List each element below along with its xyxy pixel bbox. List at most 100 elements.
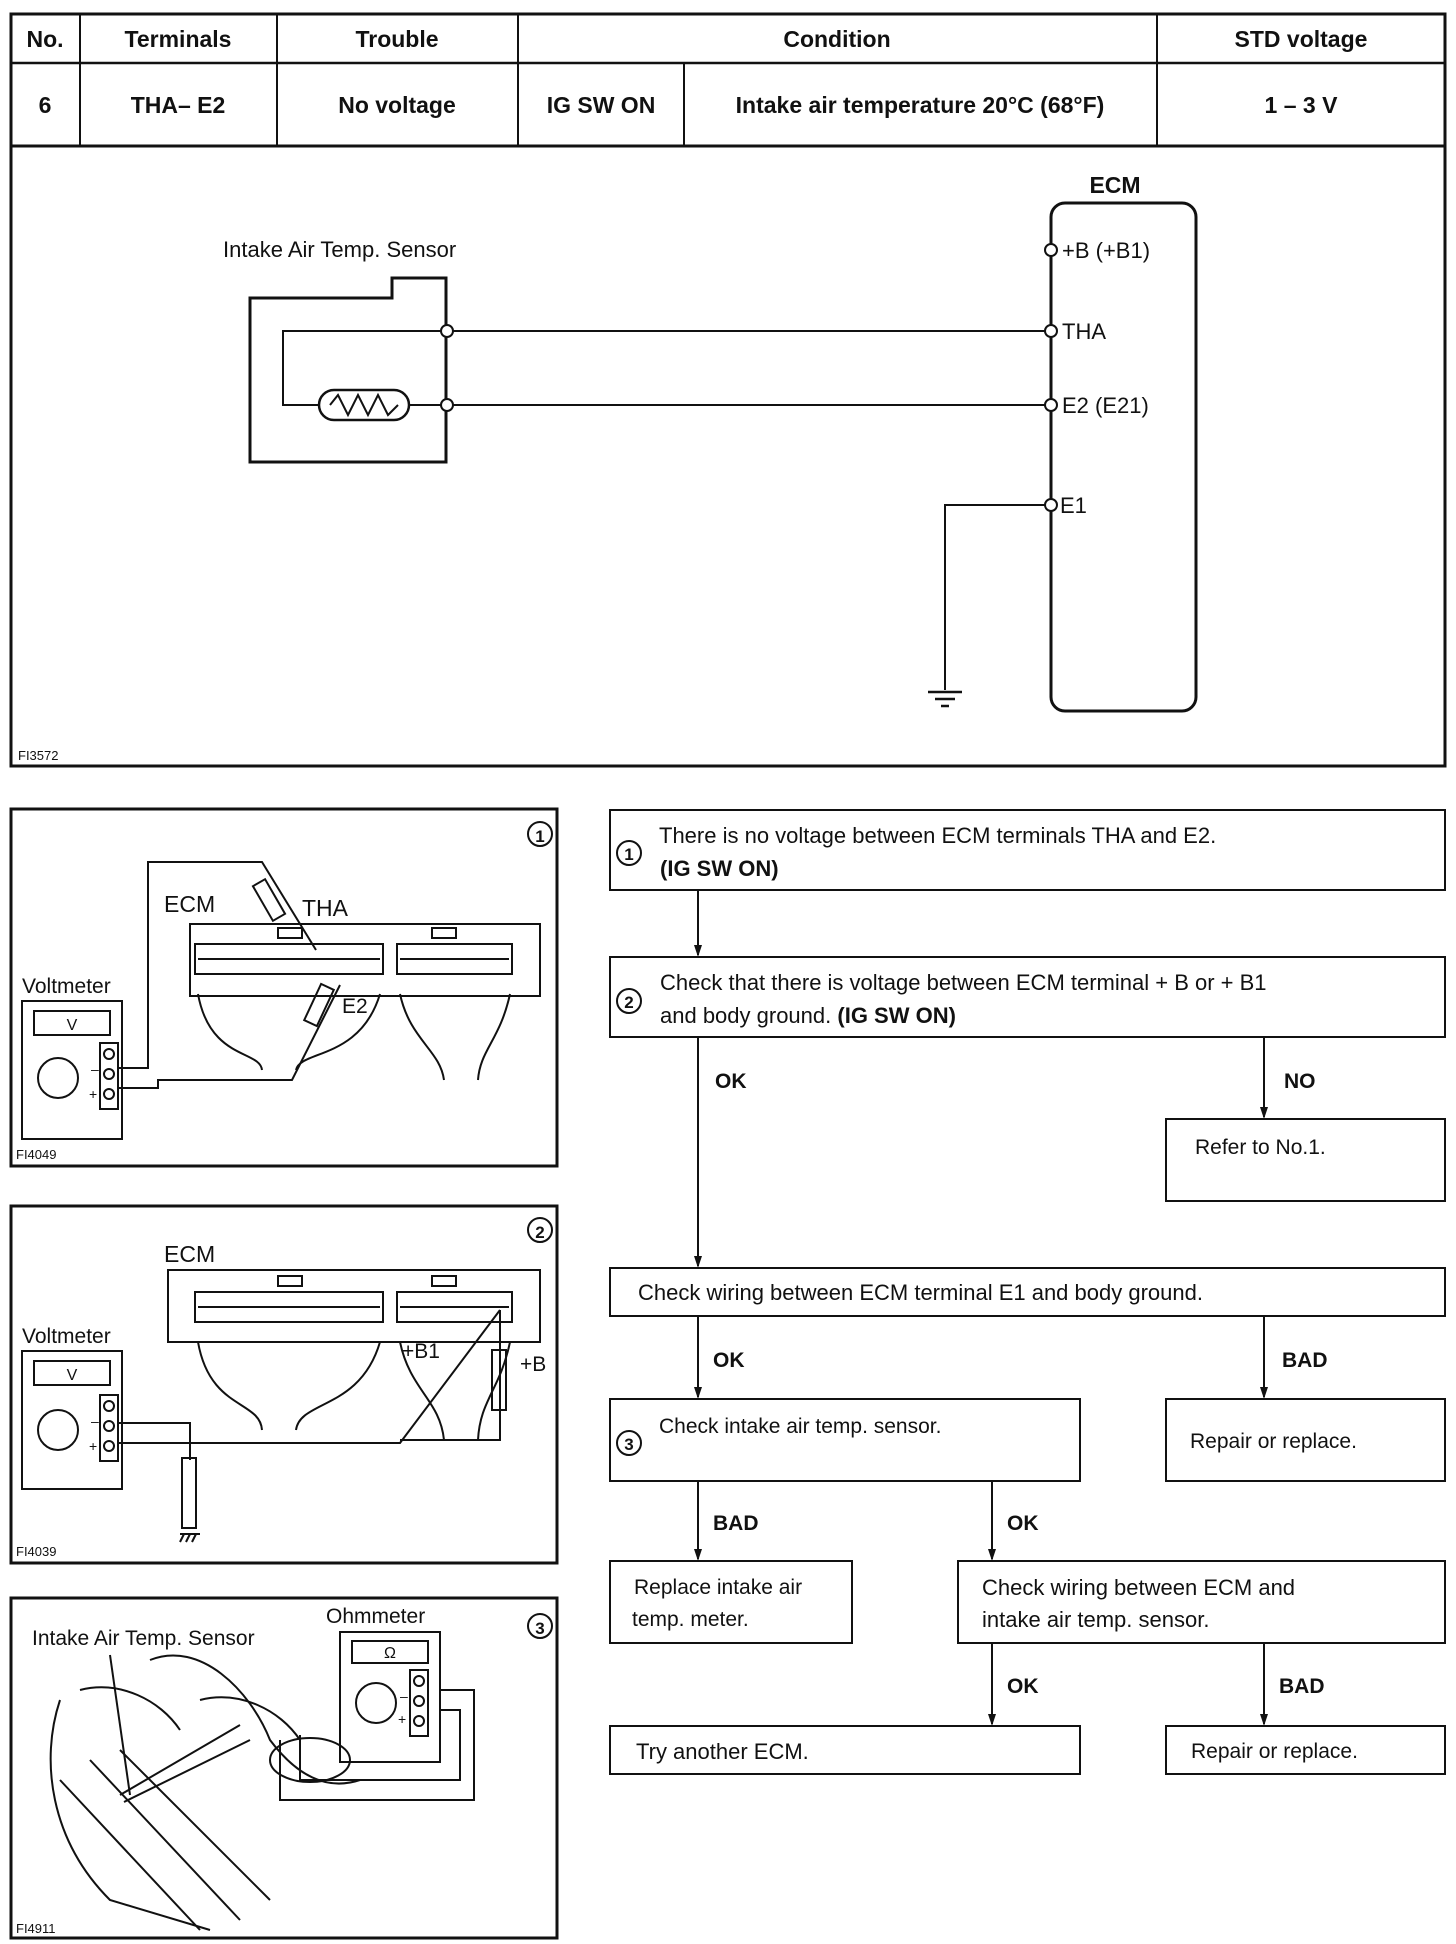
flow-label-bad-2: BAD xyxy=(713,1512,759,1535)
ground-icon xyxy=(928,690,962,708)
terminal-label-b: +B (+B1) xyxy=(1062,238,1150,263)
svg-text:2: 2 xyxy=(624,993,633,1012)
illus2-figure-code: FI4039 xyxy=(16,1544,56,1559)
flow-label-bad-1: BAD xyxy=(1282,1349,1328,1372)
flow-check-wiring-line2: intake air temp. sensor. xyxy=(982,1607,1209,1632)
cell-no: 6 xyxy=(39,92,52,118)
flow-label-ok-2: OK xyxy=(713,1349,745,1372)
arrow-icon xyxy=(988,1549,996,1561)
ecm-label: ECM xyxy=(1089,172,1140,198)
illus1-e2-label: E2 xyxy=(342,995,368,1018)
sensor-label: Intake Air Temp. Sensor xyxy=(223,237,456,262)
wire-e1-ground xyxy=(944,504,1051,690)
sensor-terminal-e2 xyxy=(440,398,454,412)
svg-text:2: 2 xyxy=(535,1223,544,1242)
flow-replace-line1: Replace intake air xyxy=(634,1576,802,1599)
thermistor-zigzag-icon xyxy=(329,392,399,418)
flow-replace-box xyxy=(609,1560,853,1644)
flow-step2-line1: Check that there is voltage between ECM … xyxy=(660,970,1267,995)
svg-text:1: 1 xyxy=(535,827,544,846)
ground-icon xyxy=(179,1533,200,1543)
probe-lead-b xyxy=(118,1422,191,1460)
step-number-circle-icon xyxy=(616,1430,642,1456)
illus1-figure-code: FI4049 xyxy=(16,1147,56,1162)
illus1-plus-label: + xyxy=(89,1086,97,1102)
ecm-connector-illustration xyxy=(189,923,541,1081)
cell-condition-2: Intake air temperature 20°C (68°F) xyxy=(736,92,1105,118)
ecm-pin-e1 xyxy=(1044,498,1058,512)
flow-check-e1-box xyxy=(609,1267,1446,1317)
flow-check-wiring-box xyxy=(957,1560,1446,1644)
flow-repair-1-text: Repair or replace. xyxy=(1190,1430,1357,1453)
illustration-3: ③ 3 Intake Air Temp. Sensor Ohmmeter Ω –… xyxy=(9,1596,559,1940)
ecm-pin-b xyxy=(1044,243,1058,257)
illus2-minus-label: – xyxy=(91,1413,99,1429)
header-terminals: Terminals xyxy=(125,26,232,52)
illus1-minus-label: – xyxy=(91,1061,99,1077)
flow-label-no: NO xyxy=(1284,1070,1316,1093)
cell-trouble: No voltage xyxy=(338,92,456,118)
step-number-circle-icon xyxy=(527,821,553,847)
flow-label-ok-3: OK xyxy=(1007,1512,1039,1535)
flow-step2-line2: and body ground. (IG SW ON) xyxy=(660,1003,956,1028)
flow-step2-box xyxy=(609,956,1446,1038)
svg-text:3: 3 xyxy=(624,1435,633,1454)
flow-step1-box xyxy=(609,809,1446,891)
illus1-v-label: V xyxy=(67,1017,78,1034)
illus3-plus-label: + xyxy=(398,1711,406,1727)
terminal-label-e1: E1 xyxy=(1060,493,1087,518)
ecm-pin-tha xyxy=(1044,324,1058,338)
header-std-voltage: STD voltage xyxy=(1235,26,1368,52)
header-condition: Condition xyxy=(783,26,890,52)
flow-refer-text: Refer to No.1. xyxy=(1195,1136,1326,1159)
ecm-box xyxy=(1049,201,1198,713)
step-number-circle-icon xyxy=(527,1613,553,1639)
flow-try-ecm-box xyxy=(609,1725,1081,1775)
illus3-sensor-label: Intake Air Temp. Sensor xyxy=(32,1627,255,1650)
arrow-icon xyxy=(988,1714,996,1726)
flow-repair-2-text: Repair or replace. xyxy=(1191,1740,1358,1763)
illus2-b1-label: +B1 xyxy=(402,1340,440,1363)
wiring-diagram: ECM Intake Air Temp. Sensor +B (+B1) THA… xyxy=(9,144,1447,768)
ecm-connector-illustration xyxy=(167,1269,541,1441)
ecm-pin-e2 xyxy=(1044,398,1058,412)
cell-condition-1: IG SW ON xyxy=(547,92,656,118)
ohmmeter-icon xyxy=(339,1631,441,1763)
probe-lead-e2 xyxy=(118,984,341,1089)
step-number-circle-icon xyxy=(527,1217,553,1243)
illus2-plus-label: + xyxy=(89,1438,97,1454)
voltmeter-icon xyxy=(21,1350,123,1490)
flow-step3-text: Check intake air temp. sensor. xyxy=(659,1415,941,1438)
sensor-inner-loop xyxy=(282,330,447,406)
flow-repair-2-box xyxy=(1165,1725,1446,1775)
sensor-terminal-tha xyxy=(440,324,454,338)
arrow-icon xyxy=(694,1549,702,1561)
arrow-icon xyxy=(1260,1387,1268,1399)
terminal-label-e2: E2 (E21) xyxy=(1062,393,1149,418)
illus2-ecm-label: ECM xyxy=(164,1241,215,1267)
illus1-voltmeter-label: Voltmeter xyxy=(22,975,111,998)
cell-std-voltage: 1 – 3 V xyxy=(1265,92,1339,118)
illus1-ecm-label: ECM xyxy=(164,891,215,917)
arrow-icon xyxy=(694,1256,702,1268)
flow-step3-box xyxy=(609,1398,1081,1482)
probe-lead-tha xyxy=(118,861,317,1069)
illus2-b-label: +B xyxy=(520,1353,546,1376)
step-number-circle-icon xyxy=(616,840,642,866)
flow-replace-line2: temp. meter. xyxy=(632,1608,749,1631)
flowchart: ① 1 There is no voltage between ECM term… xyxy=(609,809,1446,1775)
arrow-icon xyxy=(1260,1714,1268,1726)
illustration-1: ① 1 ECM THA E2 Voltmeter xyxy=(9,807,559,1168)
svg-text:3: 3 xyxy=(535,1619,544,1638)
flow-step1-line1: There is no voltage between ECM terminal… xyxy=(659,823,1216,848)
flow-check-wiring-line1: Check wiring between ECM and xyxy=(982,1575,1295,1600)
illus3-figure-code: FI4911 xyxy=(16,1921,56,1936)
illus1-tha-label: THA xyxy=(302,895,349,921)
flow-label-ok-4: OK xyxy=(1007,1675,1039,1698)
illus2-voltmeter-label: Voltmeter xyxy=(22,1325,111,1348)
step-number-circle-icon xyxy=(616,988,642,1014)
flow-label-ok-1: OK xyxy=(715,1070,747,1093)
voltmeter-icon xyxy=(21,1000,123,1140)
illus3-ohm-label: Ω xyxy=(384,1645,396,1662)
